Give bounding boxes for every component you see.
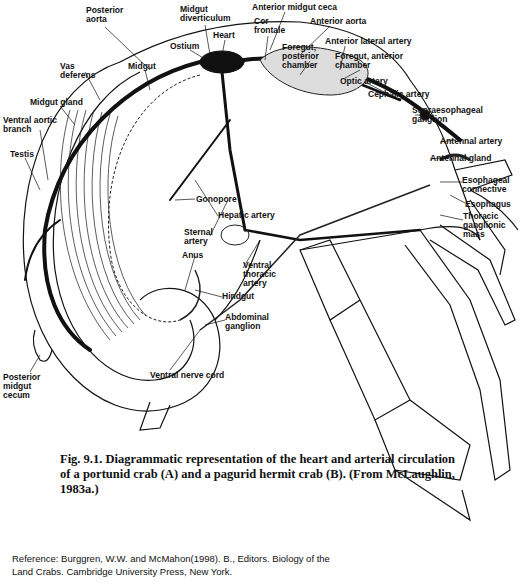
leader-line — [185, 256, 195, 290]
part-label: Anus — [182, 251, 212, 260]
cheliped-merus — [300, 240, 360, 320]
midgut — [108, 75, 200, 322]
part-label: Midgut gland — [30, 98, 90, 107]
carapace-outline — [120, 22, 480, 240]
reference-note: Reference: Burggren, W.W. and McMahon(19… — [12, 552, 342, 578]
leader-lines — [25, 12, 465, 372]
leader-line — [40, 130, 48, 180]
part-label: Ostium — [170, 42, 205, 51]
part-label: Esophageal connective — [462, 176, 522, 194]
part-label: Ventral nerve cord — [150, 371, 240, 380]
leader-line — [170, 330, 200, 370]
part-label: Ventral aortic branch — [3, 116, 65, 134]
leader-line — [222, 40, 225, 55]
arterial-system — [25, 51, 460, 350]
part-label: Vas deferens — [60, 62, 100, 80]
part-label: Antennal artery — [440, 137, 520, 146]
part-label: Midgut — [128, 62, 168, 71]
gland-lobe — [108, 116, 146, 316]
gland-lobe — [100, 114, 140, 320]
part-label: Hindgut — [222, 292, 267, 301]
walking-leg — [430, 225, 515, 325]
part-label: Optic artery — [340, 77, 400, 86]
part-label: Gonopore — [196, 195, 246, 204]
hindgut — [180, 270, 200, 320]
leader-line — [440, 215, 463, 220]
sternal-artery — [222, 72, 245, 230]
ganglion-outline — [221, 225, 249, 245]
walking-leg — [405, 230, 510, 480]
part-label: Foregut, anterior chamber — [335, 52, 403, 70]
part-label: Midgut diverticulum — [180, 5, 240, 23]
part-label: Cor frontale — [254, 17, 290, 35]
part-label: Sternal artery — [184, 228, 224, 246]
part-label: Foregut, posterior chamber — [282, 43, 344, 70]
ventral-aortic-branch — [25, 220, 60, 280]
part-label: Abdominal ganglion — [225, 313, 280, 331]
organs — [108, 47, 470, 330]
part-label: Supraesophageal ganglion — [412, 106, 492, 124]
part-label: Posterior aorta — [86, 6, 130, 24]
leader-line — [30, 355, 40, 372]
part-label: Posterior midgut cecum — [3, 373, 51, 400]
leader-line — [25, 158, 40, 190]
leader-line — [60, 106, 75, 125]
part-label: Thoracic ganglionic mass — [463, 212, 518, 239]
leader-line — [265, 36, 268, 60]
leader-line — [195, 290, 222, 297]
part-label: Ventral thoracic artery — [243, 261, 288, 288]
midgut-cecum-outline — [33, 330, 52, 361]
leader-line — [190, 50, 210, 62]
part-label: Heart — [213, 31, 243, 40]
body-outline — [23, 22, 518, 520]
leader-line — [440, 182, 462, 183]
leader-line — [450, 195, 465, 203]
gland-lobe — [84, 110, 128, 328]
part-label: Anterior lateral artery — [325, 37, 445, 46]
part-label: Esophagus — [465, 200, 520, 209]
gland-lobe — [92, 112, 134, 324]
leader-line — [205, 25, 210, 55]
part-label: Hepatic artery — [218, 211, 288, 220]
part-label: Anterior aorta — [310, 17, 390, 26]
figure-caption: Fig. 9.1. Diagrammatic representation of… — [60, 452, 465, 497]
part-label: Anterior midgut ceca — [252, 3, 362, 12]
leader-line — [145, 70, 150, 90]
part-label: Testis — [10, 150, 50, 159]
cheliped-carpus — [330, 300, 410, 420]
part-label: Antennal gland — [430, 154, 505, 163]
uropod — [140, 402, 170, 430]
leader-line — [205, 320, 225, 325]
part-label: Cephalic artery — [368, 90, 443, 99]
ventral-nerve-cord — [200, 185, 430, 330]
ventral-thoracic-artery — [245, 230, 420, 240]
leader-line — [175, 199, 195, 200]
